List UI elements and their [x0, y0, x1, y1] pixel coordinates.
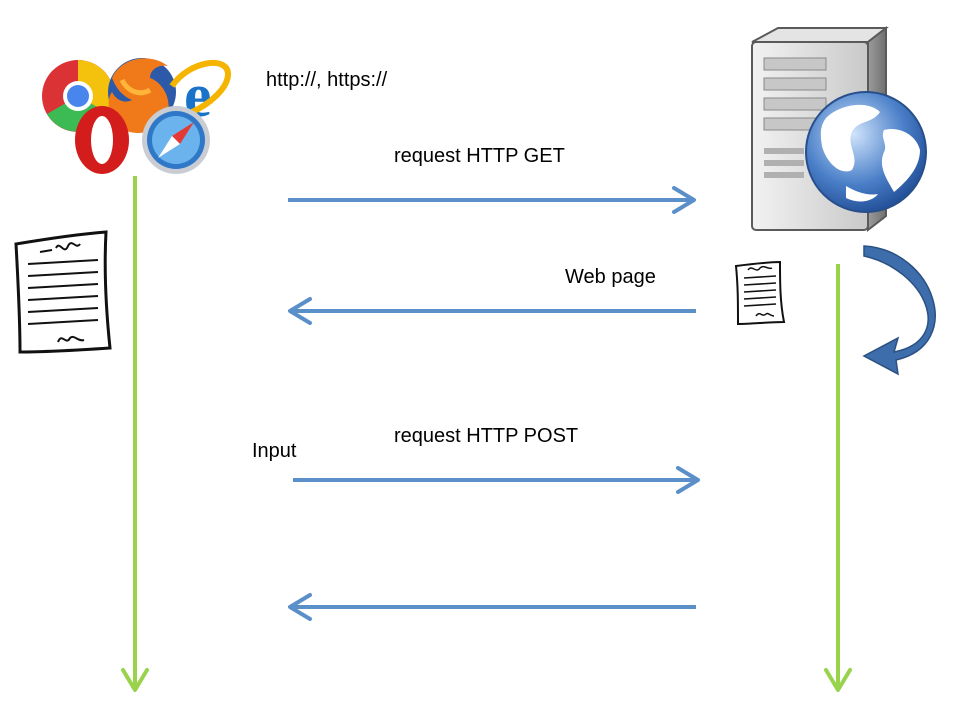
request-post-label: request HTTP POST: [394, 425, 579, 447]
firefox-icon: [108, 58, 176, 133]
server-lifeline: [824, 264, 852, 692]
request-post-arrow: [293, 466, 700, 494]
client-lifeline: [121, 176, 149, 692]
document-icon: [734, 260, 786, 326]
input-label: Input: [252, 440, 297, 462]
request-get-label: request HTTP GET: [394, 145, 565, 167]
server-globe-icon: [751, 25, 927, 233]
protocols-label: http://, https://: [266, 69, 388, 91]
opera-icon: [75, 106, 129, 174]
web-page-response-arrow: [288, 297, 696, 325]
post-response-arrow: [288, 593, 696, 621]
safari-icon: [142, 106, 210, 174]
request-get-arrow: [288, 186, 696, 214]
browser-logos-icon: e: [42, 58, 232, 174]
curved-arrow-icon: [862, 245, 936, 376]
document-icon: [14, 230, 112, 354]
web-page-label: Web page: [565, 266, 656, 288]
